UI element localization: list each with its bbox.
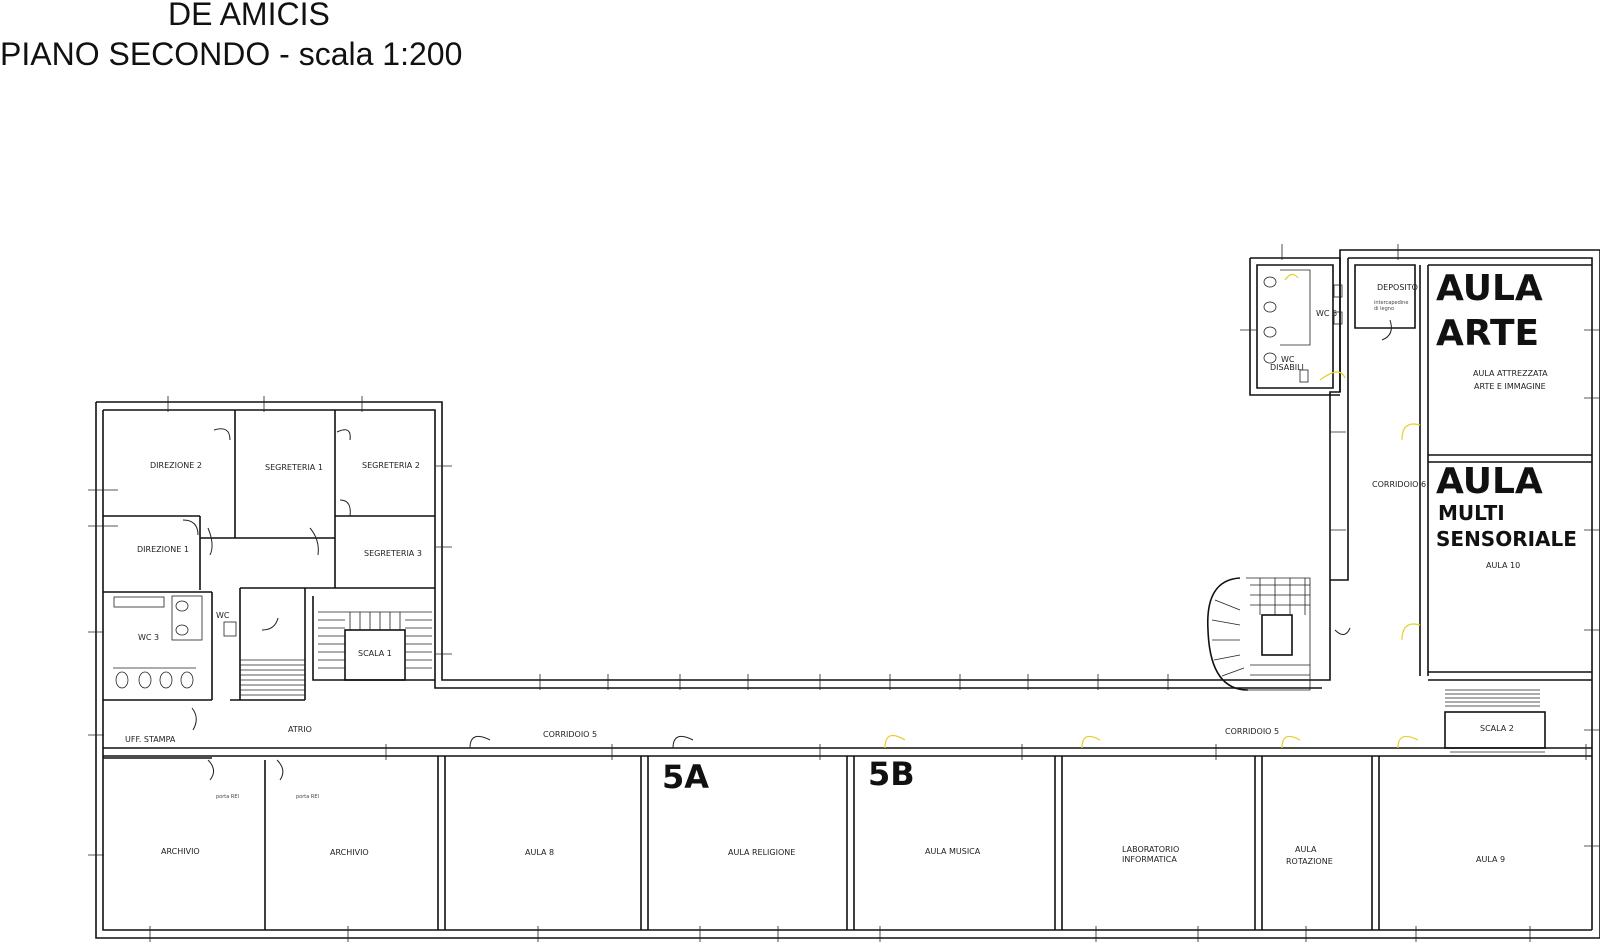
room-aula-9: AULA 9 bbox=[1476, 855, 1505, 864]
overlay-aula-arte-1: AULA bbox=[1436, 268, 1543, 309]
room-aula-8: AULA 8 bbox=[525, 848, 554, 857]
room-atrio: ATRIO bbox=[288, 725, 312, 734]
room-scala-2: SCALA 2 bbox=[1480, 724, 1514, 733]
room-lab-line1: LABORATORIO bbox=[1122, 845, 1179, 854]
overlay-labels: AULA ARTE AULA MULTI SENSORIALE 5A 5B bbox=[662, 268, 1577, 796]
room-attrezzata-line2: ARTE E IMMAGINE bbox=[1474, 382, 1546, 391]
room-aula-religione: AULA RELIGIONE bbox=[728, 848, 795, 857]
room-lab-line2: INFORMATICA bbox=[1122, 855, 1177, 864]
room-wc3: WC 3 bbox=[138, 633, 159, 642]
room-aula-10: AULA 10 bbox=[1486, 561, 1520, 570]
admin-block bbox=[103, 410, 435, 759]
note-intercapedine-2: di legno bbox=[1374, 306, 1394, 312]
floor-scale: PIANO SECONDO - scala 1:200 bbox=[0, 36, 463, 72]
overlay-aula-multi-1: AULA bbox=[1436, 461, 1543, 502]
stair-scala1 bbox=[318, 611, 432, 681]
room-segreteria-3: SEGRETERIA 3 bbox=[364, 549, 422, 558]
stair-left bbox=[240, 659, 305, 696]
room-archivio-2: ARCHIVIO bbox=[330, 848, 369, 857]
room-direzione-2: DIREZIONE 2 bbox=[150, 461, 202, 470]
doors bbox=[182, 273, 1421, 781]
outer-walls bbox=[95, 249, 1600, 939]
room-deposito: DEPOSITO bbox=[1377, 283, 1418, 292]
room-wc: WC bbox=[216, 611, 230, 620]
room-segreteria-2: SEGRETERIA 2 bbox=[362, 461, 420, 470]
note-intercapedine-1: intercapedine bbox=[1374, 300, 1408, 306]
bottom-rooms bbox=[103, 747, 1592, 930]
overlay-aula-multi-2: MULTI bbox=[1438, 501, 1505, 525]
dimension-ticks bbox=[88, 244, 1600, 942]
room-scala-1: SCALA 1 bbox=[358, 649, 392, 658]
room-attrezzata-line1: AULA ATTREZZATA bbox=[1473, 369, 1548, 378]
overlay-5b: 5B bbox=[868, 755, 915, 793]
room-segreteria-1: SEGRETERIA 1 bbox=[265, 463, 323, 472]
room-wc6: WC 6 bbox=[1316, 309, 1337, 318]
overlay-aula-multi-3: SENSORIALE bbox=[1436, 527, 1577, 551]
overlay-aula-arte-2: ARTE bbox=[1436, 313, 1539, 354]
room-rotazione-line1: AULA bbox=[1295, 845, 1317, 854]
room-wc-disabili-1: WC bbox=[1281, 355, 1295, 364]
right-wing bbox=[1207, 258, 1592, 753]
room-corridoio-5-left: CORRIDOIO 5 bbox=[543, 730, 597, 739]
room-corridoio-5-right: CORRIDOIO 5 bbox=[1225, 727, 1279, 736]
room-archivio-1: ARCHIVIO bbox=[161, 847, 200, 856]
room-labels: DIREZIONE 2 SEGRETERIA 1 SEGRETERIA 2 DI… bbox=[125, 283, 1548, 866]
note-porta-rei-1: porta REI bbox=[216, 794, 239, 800]
room-rotazione-line2: ROTAZIONE bbox=[1286, 857, 1333, 866]
overlay-5a: 5A bbox=[662, 758, 709, 796]
room-corridoio-6: CORRIDOIO 6 bbox=[1372, 480, 1426, 489]
room-aula-musica: AULA MUSICA bbox=[925, 847, 981, 856]
room-uff-stampa: UFF. STAMPA bbox=[125, 735, 176, 744]
room-direzione-1: DIREZIONE 1 bbox=[137, 545, 189, 554]
note-porta-rei-2: porta REI bbox=[296, 794, 319, 800]
building-name: DE AMICIS bbox=[168, 0, 330, 32]
room-wc-disabili-2: DISABILI bbox=[1270, 363, 1304, 372]
